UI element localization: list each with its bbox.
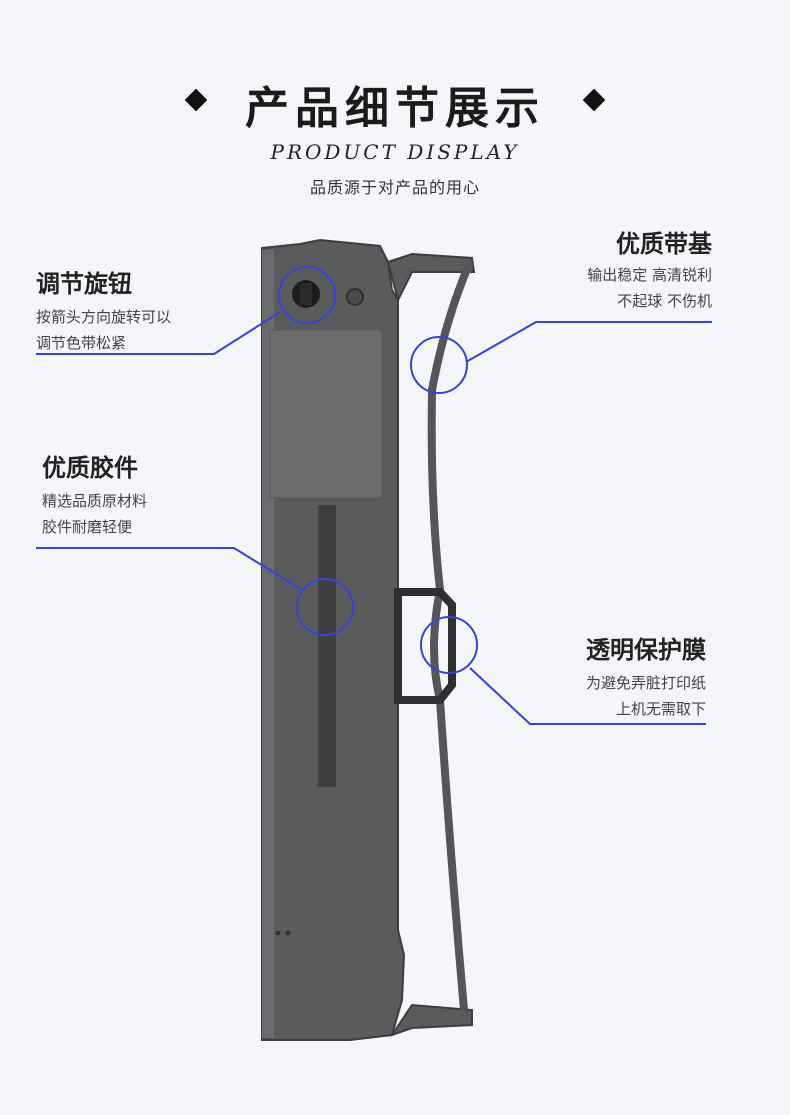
feature-film-desc-2: 上机无需取下 <box>615 700 706 718</box>
feature-ribbon-base-desc-1: 输出稳定 高清锐利 <box>587 266 712 284</box>
knob-callout-circle <box>278 266 336 324</box>
rubber-strip <box>318 505 336 787</box>
feature-knob-desc-2: 调节色带松紧 <box>36 334 127 352</box>
ribbon-guide <box>394 588 456 704</box>
feature-rubber-title: 优质胶件 <box>42 454 138 482</box>
feature-ribbon-base-desc-2: 不起球 不伤机 <box>617 292 712 310</box>
feature-ribbon-base-title: 优质带基 <box>616 230 712 258</box>
label-panel <box>269 329 383 499</box>
feature-rubber-desc-2: 胶件耐磨轻便 <box>42 518 133 536</box>
cartridge-arm-top <box>386 252 476 303</box>
feature-knob-desc-1: 按箭头方向旋转可以 <box>36 308 172 326</box>
film-callout-circle <box>420 616 478 674</box>
feature-film-title: 透明保护膜 <box>586 636 706 664</box>
feature-rubber-desc-1: 精选品质原材料 <box>42 492 148 510</box>
feature-knob-title: 调节旋钮 <box>36 270 132 298</box>
screw-icon <box>346 288 364 306</box>
feature-film-desc-1: 为避免弄脏打印纸 <box>585 674 706 692</box>
knob-callout-line <box>36 311 281 355</box>
ribbon-base-callout-circle <box>410 336 468 394</box>
cartridge-arm-bottom <box>389 1003 473 1037</box>
film-callout-line <box>469 667 706 725</box>
page-subtitle-cn: 品质源于对产品的用心 <box>309 178 480 197</box>
rubber-callout-circle <box>296 578 354 636</box>
rubber-callout-line <box>36 547 303 591</box>
page-title: 产品细节展示 <box>245 83 545 134</box>
ribbon-base-callout-line <box>465 321 712 363</box>
page-subtitle-en: PRODUCT DISPLAY <box>270 140 520 164</box>
